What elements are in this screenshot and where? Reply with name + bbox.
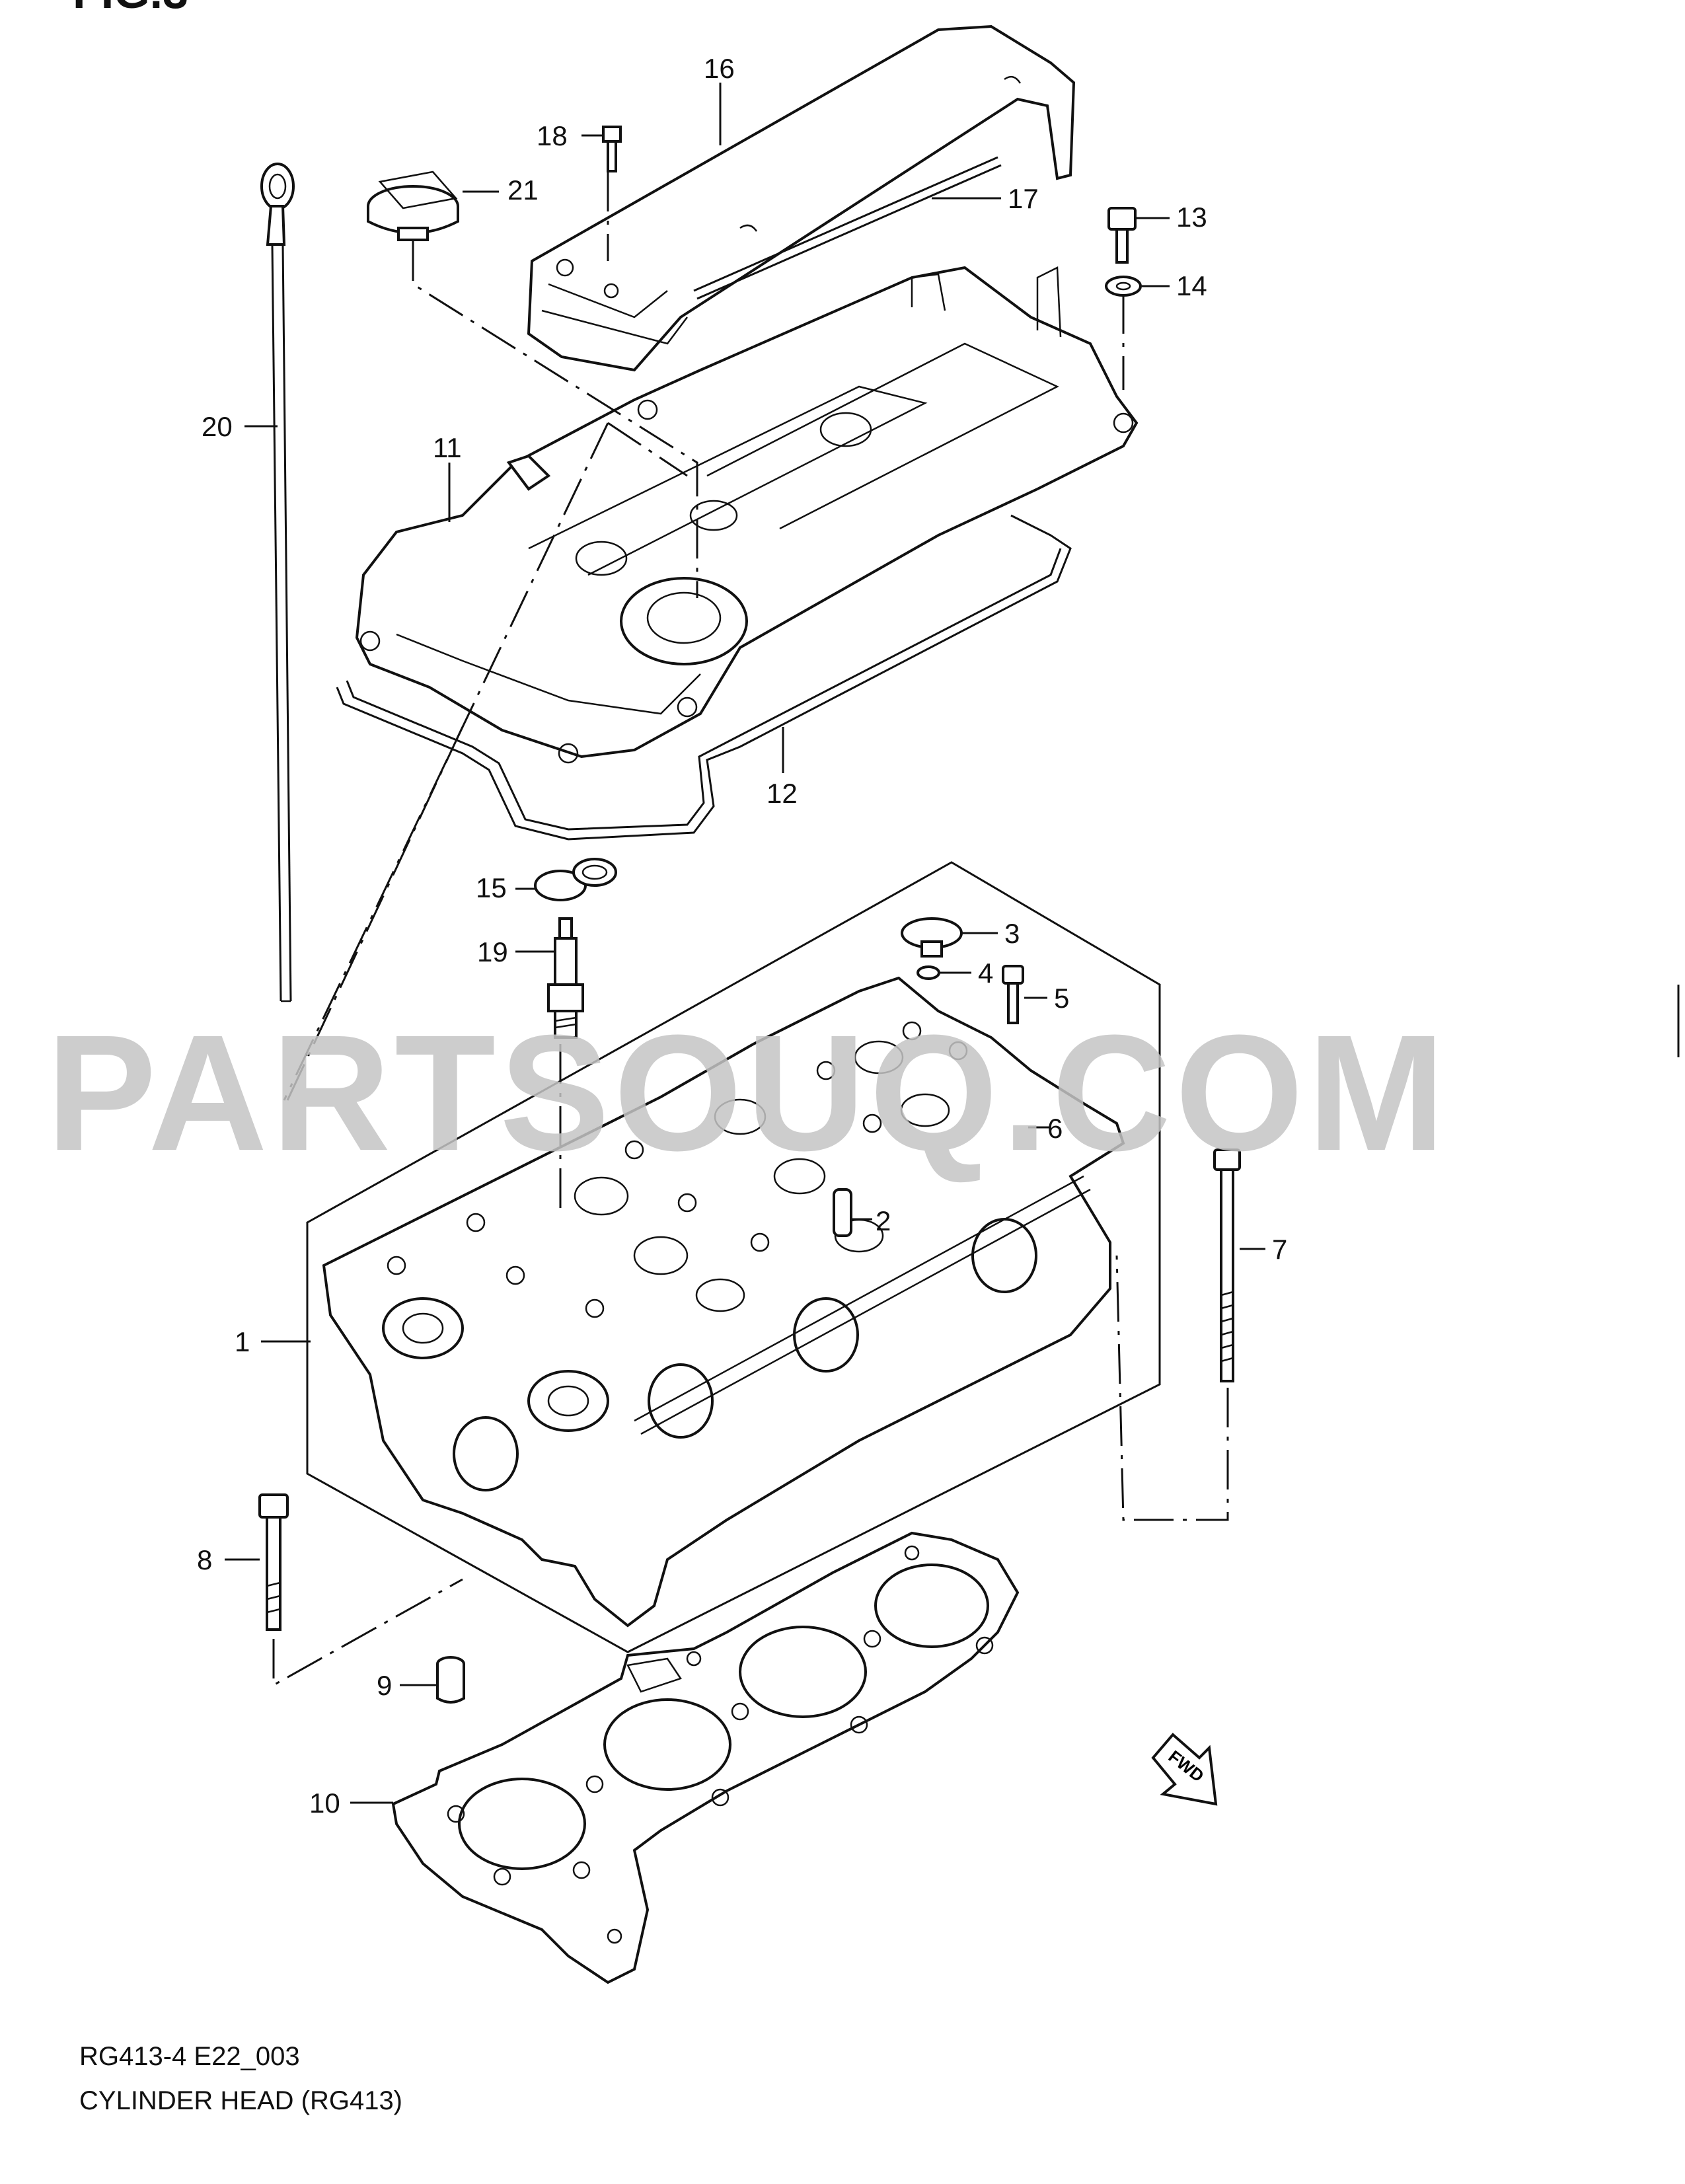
- part-14-washer[interactable]: [1105, 276, 1142, 297]
- callout-9: 9: [377, 1670, 392, 1701]
- callout-21: 21: [507, 174, 539, 206]
- part-12-gasket[interactable]: [336, 514, 1072, 841]
- part-20-dipstick[interactable]: [260, 163, 295, 1002]
- callout-16: 16: [704, 53, 735, 84]
- callout-leaders: [225, 83, 1265, 1804]
- part-16-engine-cover[interactable]: [527, 24, 1076, 372]
- callout-7: 7: [1272, 1234, 1287, 1265]
- diagram-code: RG413-4 E22_003: [79, 2042, 300, 2071]
- part-18-bolt[interactable]: [602, 126, 622, 172]
- callout-8: 8: [197, 1544, 212, 1575]
- part-4-oring[interactable]: [917, 965, 940, 980]
- callout-labels: 16 17 21 18 13 14 20 11 12 15 19 3 4 5 6…: [197, 53, 1287, 1819]
- callout-10: 10: [309, 1788, 340, 1819]
- figure-title: FIG.3: [73, 0, 188, 18]
- part-8-bolt[interactable]: [258, 1493, 289, 1631]
- callout-6: 6: [1047, 1113, 1063, 1144]
- part-9-dowel-pin[interactable]: [436, 1656, 465, 1704]
- callout-19: 19: [477, 936, 508, 967]
- callout-1: 1: [235, 1326, 250, 1357]
- part-15-seal-ring[interactable]: [534, 858, 617, 901]
- callout-12: 12: [767, 778, 798, 809]
- part-1-cylinder-head[interactable]: [306, 861, 1161, 1653]
- part-17-seal[interactable]: [693, 156, 1002, 300]
- callout-20: 20: [202, 411, 233, 442]
- callout-5: 5: [1054, 983, 1069, 1014]
- part-13-bolt[interactable]: [1107, 207, 1137, 264]
- part-2-pin[interactable]: [833, 1188, 852, 1237]
- callout-11: 11: [433, 432, 462, 463]
- callout-15: 15: [476, 872, 507, 903]
- callout-4: 4: [978, 958, 993, 989]
- callout-2: 2: [876, 1205, 891, 1236]
- callout-18: 18: [537, 120, 568, 151]
- part-21-oil-cap[interactable]: [367, 170, 459, 241]
- part-11-head-cover[interactable]: [355, 266, 1139, 764]
- callout-13: 13: [1176, 202, 1207, 233]
- diagram-title: CYLINDER HEAD (RG413): [79, 2086, 402, 2115]
- part-7-head-bolt[interactable]: [1213, 1148, 1241, 1382]
- callout-3: 3: [1004, 918, 1020, 949]
- fwd-arrow-icon: FWD: [1151, 1733, 1218, 1806]
- assembly-lines: [272, 172, 1229, 1687]
- callout-14: 14: [1176, 270, 1207, 301]
- part-5-bolt[interactable]: [1002, 965, 1024, 1024]
- part-3-cap[interactable]: [901, 917, 963, 958]
- part-10-head-gasket[interactable]: [391, 1531, 1020, 1984]
- callout-17: 17: [1008, 183, 1039, 214]
- part-19-spark-plug[interactable]: [547, 917, 584, 1039]
- watermark: PARTSOUQ.COM: [46, 1000, 1449, 1185]
